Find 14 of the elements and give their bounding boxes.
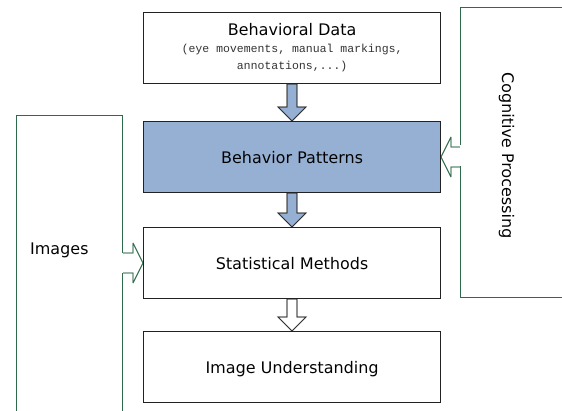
box-title: Statistical Methods xyxy=(216,254,368,272)
process-box xyxy=(143,121,441,193)
side-label: Cognitive Processing xyxy=(498,72,517,238)
block-arrow xyxy=(276,298,308,332)
box-subtitle: (eye movements, manual markings, annotations,...) xyxy=(180,42,404,75)
box-title: Image Understanding xyxy=(205,358,379,376)
process-box xyxy=(143,227,441,299)
box-title: Behavioral Data xyxy=(228,20,356,40)
box-title: Behavior Patterns xyxy=(220,148,364,166)
block-arrow xyxy=(276,192,308,228)
block-arrow xyxy=(276,84,308,122)
process-box xyxy=(143,12,441,84)
side-label: Images xyxy=(30,239,88,258)
process-box xyxy=(143,331,441,403)
